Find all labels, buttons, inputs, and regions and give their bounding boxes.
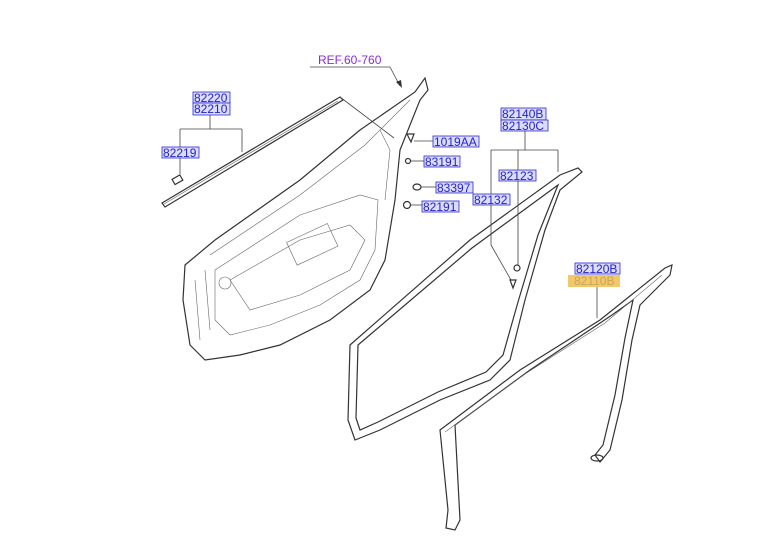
door-panel [182, 76, 429, 361]
part-label-82132[interactable]: 82132 [472, 193, 511, 207]
part-number: 82140B [502, 107, 543, 121]
part-label-82120B[interactable]: 82120B [574, 262, 621, 276]
part-number: 82110B [574, 274, 614, 288]
part-number: 82132 [474, 193, 508, 207]
part-label-82130C[interactable]: 82130C [500, 119, 549, 133]
part-number: 82123 [500, 169, 534, 183]
weatherstrip-body-side [347, 167, 583, 441]
weatherstrip-door-side [439, 263, 673, 531]
fasteners [402, 133, 521, 290]
part-number: 1019AA [434, 135, 477, 149]
part-label-83397[interactable]: 83397 [435, 181, 474, 195]
belt-moulding [161, 96, 344, 208]
part-label-82219[interactable]: 82219 [161, 146, 200, 160]
part-number: 82220 [194, 91, 228, 105]
leader-lines [179, 66, 598, 318]
part-label-82210[interactable]: 82210 [192, 102, 231, 116]
part-number: 83397 [437, 181, 471, 195]
part-number: 82219 [163, 146, 197, 160]
part-number: 82130C [502, 119, 544, 133]
part-label-83191[interactable]: 83191 [423, 155, 461, 169]
part-number: 82120B [576, 262, 617, 276]
part-label-82140B[interactable]: 82140B [500, 107, 547, 121]
part-label-82123[interactable]: 82123 [498, 169, 537, 183]
part-number: 82210 [194, 102, 228, 116]
part-number: 83191 [425, 155, 459, 169]
reference-label[interactable]: REF.60-760 [318, 53, 382, 67]
part-number: 82191 [423, 200, 457, 214]
part-label-82110B-highlighted[interactable]: 82110B [568, 274, 620, 288]
part-label-1019AA[interactable]: 1019AA [432, 135, 480, 149]
part-label-82191[interactable]: 82191 [421, 200, 460, 214]
